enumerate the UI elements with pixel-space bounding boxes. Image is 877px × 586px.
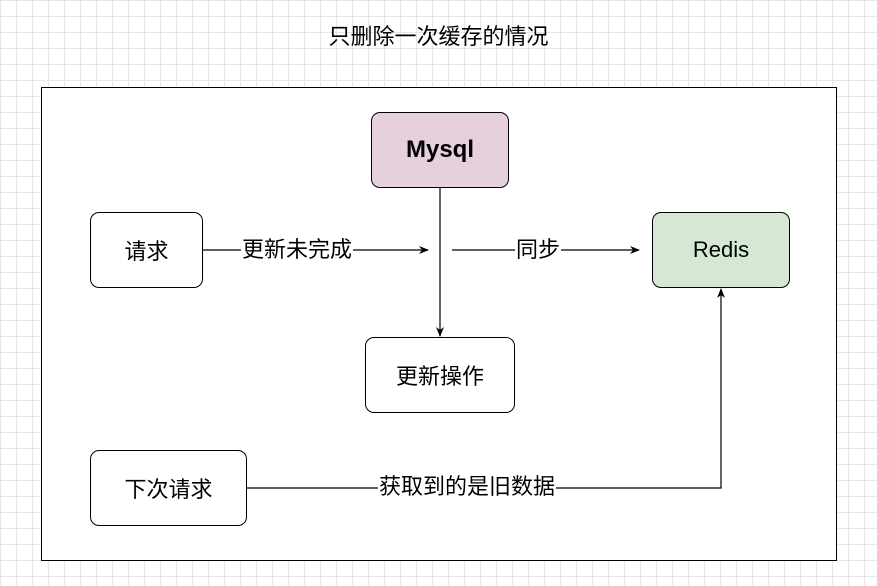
mysql-node: Mysql — [371, 112, 509, 188]
edge-label-update-incomplete: 更新未完成 — [241, 238, 354, 264]
next-request-node: 下次请求 — [90, 450, 247, 526]
update-operation-node: 更新操作 — [365, 337, 515, 413]
update-operation-label: 更新操作 — [395, 365, 484, 390]
mysql-node-label: Mysql — [405, 136, 474, 163]
edge-label-old-data: 获取到的是旧数据 — [378, 475, 557, 501]
request-node: 请求 — [90, 212, 203, 288]
edge-label-sync: 同步 — [515, 238, 562, 264]
diagram-title: 只删除一次缓存的情况 — [328, 25, 549, 50]
redis-node: Redis — [652, 212, 790, 288]
next-request-label: 下次请求 — [124, 478, 213, 503]
redis-node-label: Redis — [692, 237, 750, 262]
request-node-label: 请求 — [124, 240, 169, 265]
